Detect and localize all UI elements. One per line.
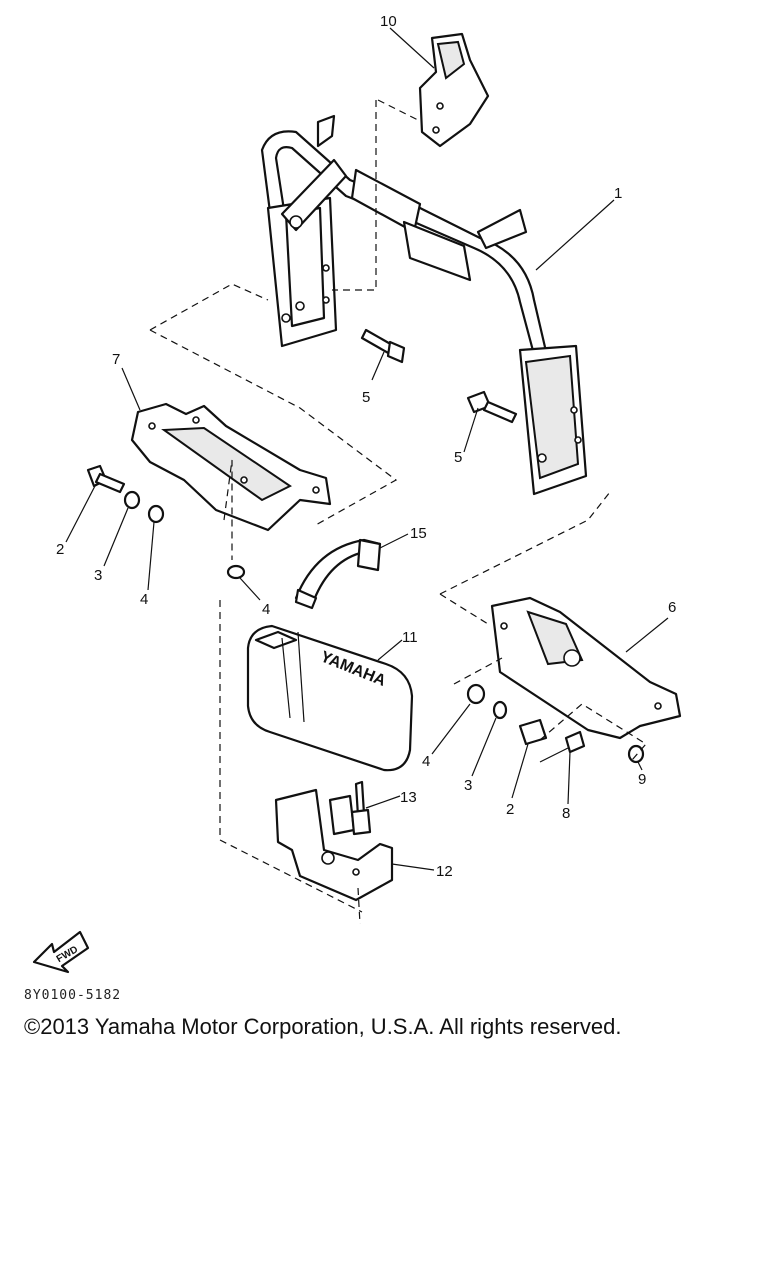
part-4-washer-lower — [226, 564, 246, 580]
callout-12: 12 — [436, 863, 453, 880]
callout-4-left: 4 — [140, 591, 148, 608]
callout-4-lower: 4 — [262, 601, 270, 618]
callout-9: 9 — [638, 771, 646, 788]
part-12-tray — [274, 788, 394, 902]
part-15-strap — [294, 538, 382, 610]
callout-5-right: 5 — [454, 449, 462, 466]
callout-2-left: 2 — [56, 541, 64, 558]
callout-2-right: 2 — [506, 801, 514, 818]
callout-8: 8 — [562, 805, 570, 822]
part-9-nut — [627, 744, 645, 764]
part-10-cover — [418, 32, 490, 148]
part-2-bolt-left — [86, 464, 126, 494]
callout-4-right: 4 — [422, 753, 430, 770]
part-3-washer-left — [123, 490, 141, 510]
callout-5-left: 5 — [362, 389, 370, 406]
part-5-bolt-right — [466, 390, 518, 424]
callout-13: 13 — [400, 789, 417, 806]
part-3-washer-right — [492, 700, 508, 720]
parts-diagram: YAMAHA — [32, 13, 682, 974]
callout-7: 7 — [112, 351, 120, 368]
callout-1: 1 — [614, 185, 622, 202]
callout-15: 15 — [410, 525, 427, 542]
callout-3-right: 3 — [464, 777, 472, 794]
copyright-notice: ©2013 Yamaha Motor Corporation, U.S.A. A… — [24, 1014, 622, 1039]
callout-10: 10 — [380, 13, 397, 30]
part-5-bolt-left — [360, 328, 406, 364]
part-8-screw — [539, 730, 586, 763]
part-13-pin — [350, 780, 372, 836]
part-1-frame — [260, 114, 588, 496]
assembly-lines — [149, 99, 647, 925]
fwd-arrow-icon: FWD — [32, 930, 90, 974]
diagram-code: 8Y0100-5182 — [24, 988, 122, 1003]
part-4-washer-left — [147, 504, 165, 524]
callout-11: 11 — [402, 629, 418, 646]
leader-lines — [65, 27, 669, 871]
part-6-bracket — [490, 596, 682, 740]
part-11-battery: YAMAHA — [246, 624, 414, 772]
callout-6: 6 — [668, 599, 676, 616]
part-2-bolt-right — [518, 718, 548, 746]
part-4-washer-right — [466, 683, 486, 705]
callout-3-left: 3 — [94, 567, 102, 584]
